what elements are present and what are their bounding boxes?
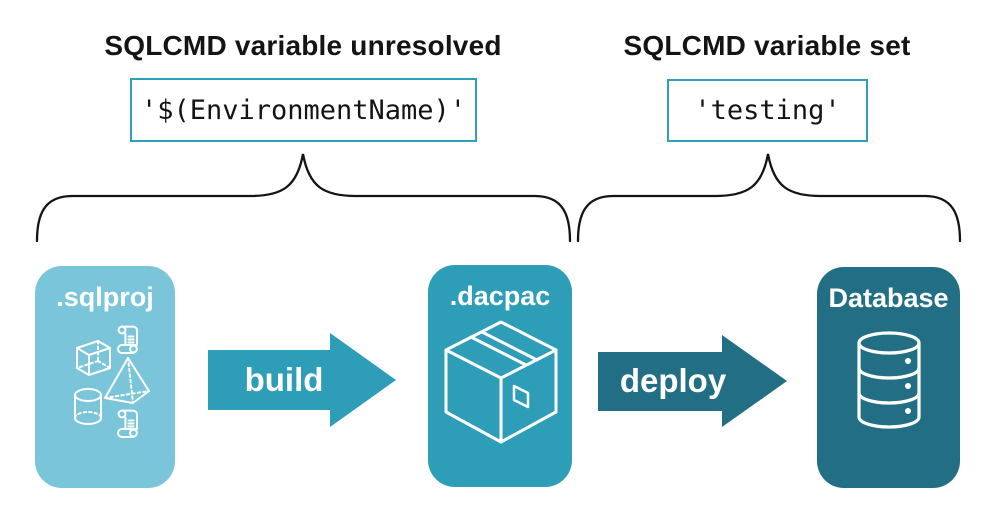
- heading-set: SQLCMD variable set: [623, 30, 911, 61]
- codebox-testing: 'testing': [667, 79, 868, 142]
- heading-unresolved: SQLCMD variable unresolved: [104, 30, 502, 61]
- sqlproj-card-label: .sqlproj: [56, 282, 154, 312]
- deploy-arrow: [598, 335, 787, 427]
- scroll-icon: [117, 325, 138, 354]
- cylinder-icon: [74, 388, 102, 425]
- brace-right: [576, 153, 962, 243]
- dacpac-card: .dacpac: [428, 265, 572, 487]
- dacpac-card-label: .dacpac: [449, 281, 551, 311]
- database-card-label: Database: [828, 283, 949, 313]
- build-arrow-label: build: [244, 361, 324, 398]
- database-card: Database: [817, 267, 960, 488]
- code-value-unresolved: '$(EnvironmentName)': [140, 94, 467, 126]
- codebox-environment-variable: '$(EnvironmentName)': [130, 78, 477, 142]
- sql-objects-icons: [74, 325, 150, 438]
- pyramid-icon: [104, 357, 150, 404]
- sqlproj-card: .sqlproj: [35, 266, 175, 488]
- scroll-icon: [117, 409, 138, 438]
- package-icon: [444, 320, 558, 444]
- code-value-set: 'testing': [694, 95, 841, 126]
- deploy-arrow-label: deploy: [619, 362, 727, 399]
- database-icon: [857, 331, 921, 429]
- brace-left: [35, 153, 572, 243]
- build-arrow: [208, 333, 396, 427]
- cube-icon: [76, 340, 111, 376]
